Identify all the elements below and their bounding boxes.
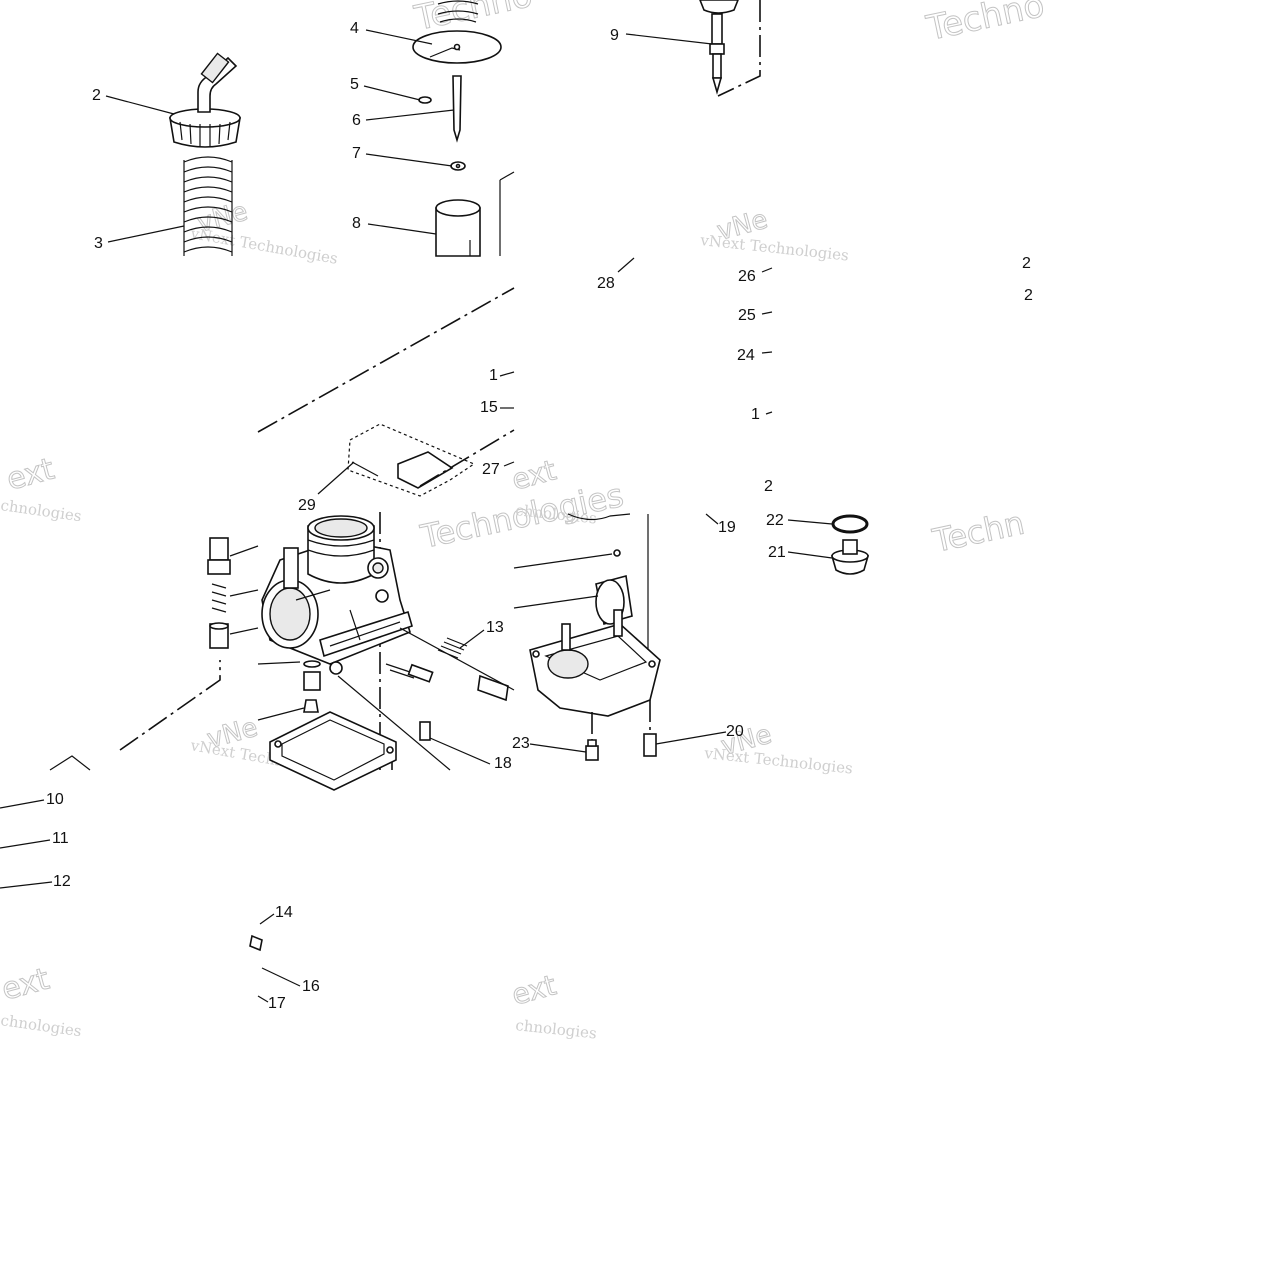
part-fragment-right [567,513,649,650]
callout-2-right-mid: 2 [1024,287,1033,304]
callout-22: 22 [766,512,784,529]
callout-2-mid: 2 [764,478,773,495]
part-bowl-bolt [643,700,657,757]
callout-numbers: 2 3 4 5 6 7 8 9 28 26 25 24 1 2 2 2 1 15… [46,20,1033,1012]
callout-1-right: 1 [751,406,760,423]
callout-24: 24 [737,347,755,364]
part-float [595,549,633,626]
part-needle-valve [699,0,761,97]
callout-28: 28 [597,275,615,292]
callout-13: 13 [486,619,504,636]
watermark-bottom-left: chnologies [0,1011,83,1040]
callout-5: 5 [350,76,359,93]
part-jet-needle [452,75,462,143]
part-clip [418,96,432,104]
part-drain-screw [585,712,599,761]
part-float-bowl [529,609,661,717]
callout-10: 10 [46,791,64,808]
part-top-plate [347,423,515,497]
watermark-bottom-center-ext: ext [508,968,559,1011]
part-carburetor-body [261,515,413,665]
part-plug-cap [830,539,870,575]
watermark-left-edge-big: ext [3,452,58,498]
callout-15: 15 [480,399,498,416]
callout-7: 7 [352,145,361,162]
callout-12: 12 [53,873,71,890]
callout-18: 18 [494,755,512,772]
tile-edges [499,171,515,256]
callout-4: 4 [350,20,359,37]
watermark-right: Techn [929,504,1028,560]
part-o-ring [831,514,869,534]
callout-27: 27 [482,461,500,478]
callout-2-right-top: 2 [1022,255,1031,272]
callout-19: 19 [718,519,736,536]
callout-29: 29 [298,497,316,514]
part-left-fitting [207,537,231,649]
callout-9: 9 [610,27,619,44]
callout-2: 2 [92,87,101,104]
callout-25: 25 [738,307,756,324]
part-plate-retainer [412,30,502,64]
callout-3: 3 [94,235,103,252]
watermark-left-edge: chnologies [0,496,83,525]
part-pilot-screw [385,627,515,741]
watermarks: Techno Techno vNext Technologies vNe vNe… [0,0,1048,1043]
callout-20: 20 [726,723,744,740]
callout-26: 26 [738,268,756,285]
callout-1-center: 1 [489,367,498,384]
guide-line-main [257,287,515,433]
callout-8: 8 [352,215,361,232]
part-spring [183,156,233,256]
guide-line-lower [119,660,221,751]
callout-16: 16 [302,978,320,995]
part-base-gasket [269,711,397,791]
part-lower-fragment [49,755,263,952]
callout-23: 23 [512,735,530,752]
callout-6: 6 [352,112,361,129]
watermark-top-right: Techno [923,0,1048,49]
callout-21: 21 [768,544,786,561]
callout-14: 14 [275,904,293,921]
leader-lines [0,29,833,1003]
part-main-jet [303,660,343,713]
part-throttle-slide [435,199,481,257]
part-top-spring-fragment [437,0,479,23]
part-cap-with-tube [169,52,241,148]
callout-17: 17 [268,995,286,1012]
watermark-bottom-center: chnologies [515,1016,598,1042]
callout-11: 11 [52,830,69,847]
watermark-bottom-left-ext: ext [0,962,53,1008]
part-washer [450,161,466,171]
